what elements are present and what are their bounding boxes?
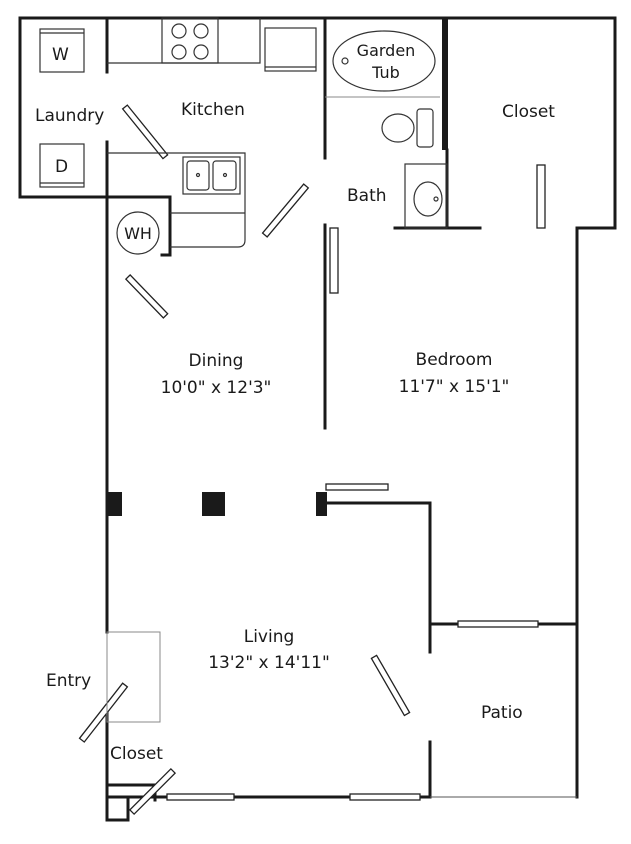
washer-label: W [52, 45, 69, 65]
sink [182, 156, 241, 195]
water-heater-label: WH [124, 224, 152, 243]
kitchen-label: Kitchen [181, 100, 245, 120]
closet-bedroom-label: Closet [502, 102, 555, 122]
living-size: 13'2" x 14'11" [208, 653, 330, 673]
bath-sink [404, 163, 448, 229]
stove [161, 17, 219, 64]
garden-tub [332, 30, 436, 92]
column [316, 492, 327, 516]
doors [78, 104, 546, 816]
entry-label: Entry [46, 671, 91, 691]
dining-label: Dining [189, 351, 244, 371]
column [107, 492, 122, 516]
living-label: Living [244, 627, 295, 647]
dryer-label: D [55, 157, 68, 177]
patio-label: Patio [481, 703, 523, 723]
water-heater [116, 211, 160, 255]
kitchen-island [107, 152, 246, 248]
tub-label-1: Garden [357, 41, 416, 60]
laundry-label: Laundry [35, 106, 104, 126]
tub-label-2: Tub [371, 63, 400, 82]
window [457, 620, 539, 628]
dining-size: 10'0" x 12'3" [161, 378, 272, 398]
closet-entry-label: Closet [110, 744, 163, 764]
bath-label: Bath [347, 186, 387, 206]
window [349, 793, 421, 801]
entry-area [106, 631, 161, 723]
dryer [39, 143, 85, 188]
window [325, 483, 389, 491]
refrigerator [264, 27, 317, 72]
column [202, 492, 225, 516]
window [166, 793, 235, 801]
toilet [381, 113, 415, 143]
bedroom-label: Bedroom [416, 350, 493, 370]
bedroom-size: 11'7" x 15'1" [399, 377, 510, 397]
washer [39, 28, 85, 73]
